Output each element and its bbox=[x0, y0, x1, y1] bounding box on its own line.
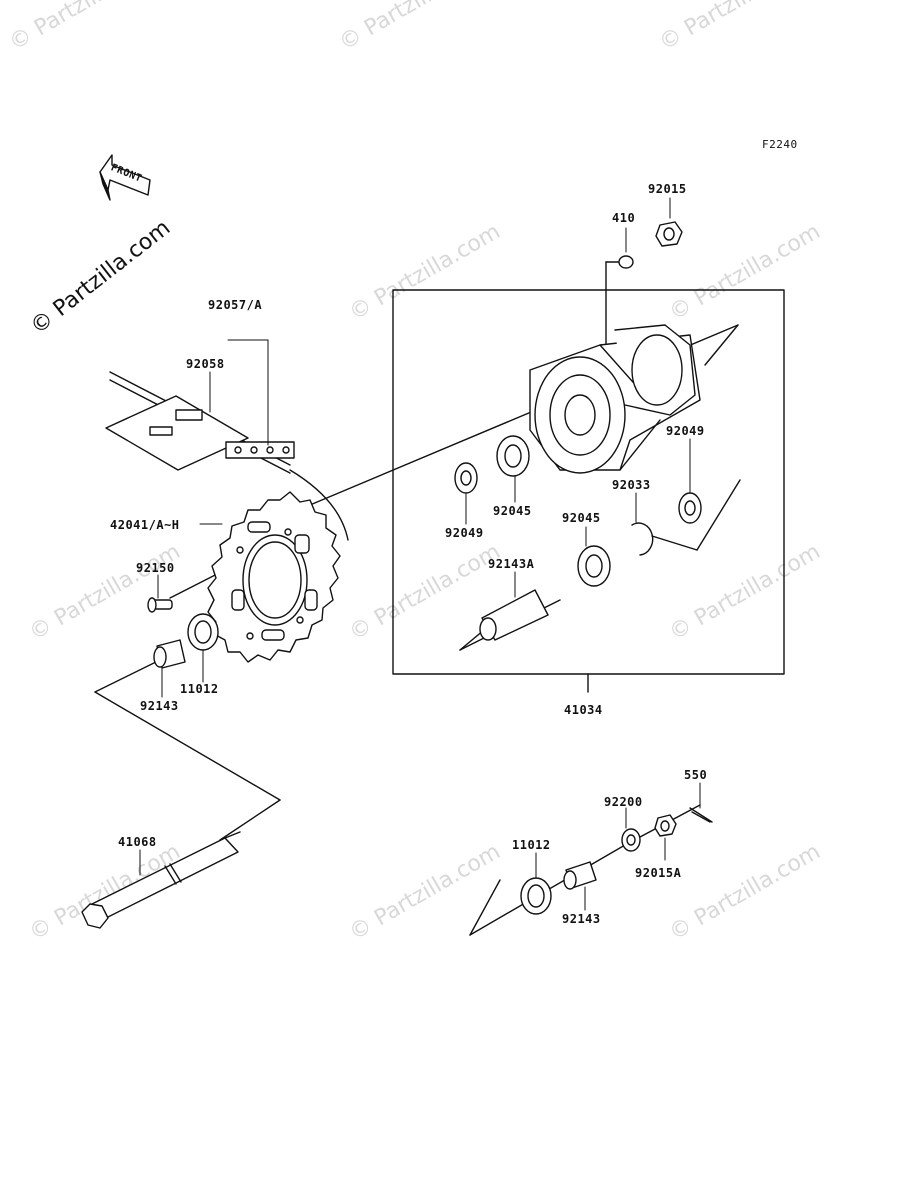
part-label-92143a[interactable]: 92143A bbox=[488, 557, 535, 571]
part-label-11012-left[interactable]: 11012 bbox=[180, 682, 219, 696]
right-spacer-icon bbox=[563, 861, 597, 890]
part-label-41034[interactable]: 41034 bbox=[564, 703, 603, 717]
part-label-92045-upper[interactable]: 92045 bbox=[493, 504, 532, 518]
part-label-92200[interactable]: 92200 bbox=[604, 795, 643, 809]
label-leaders bbox=[139, 197, 701, 911]
part-label-92058[interactable]: 92058 bbox=[186, 357, 225, 371]
part-label-92143-right[interactable]: 92143 bbox=[562, 912, 601, 926]
seal-left-icon bbox=[454, 462, 478, 494]
washer-92200-icon bbox=[621, 828, 641, 852]
bearing-upper-icon bbox=[496, 435, 530, 477]
figure-code: F2240 bbox=[762, 138, 798, 151]
part-label-92033[interactable]: 92033 bbox=[612, 478, 651, 492]
seal-right-icon bbox=[678, 492, 702, 524]
left-spacer-icon bbox=[153, 639, 186, 669]
part-label-92015a[interactable]: 92015A bbox=[635, 866, 682, 880]
part-label-11012-right[interactable]: 11012 bbox=[512, 838, 551, 852]
spacer-tube-icon bbox=[479, 589, 549, 641]
rear-axle bbox=[81, 831, 241, 929]
part-label-92045-lower[interactable]: 92045 bbox=[562, 511, 601, 525]
rear-hub bbox=[529, 324, 701, 474]
part-label-41068[interactable]: 41068 bbox=[118, 835, 157, 849]
right-collar-icon bbox=[520, 877, 552, 915]
cotter-pin-icon bbox=[689, 807, 713, 823]
part-label-92150[interactable]: 92150 bbox=[136, 561, 175, 575]
nut-92015a-icon bbox=[654, 814, 677, 837]
part-label-92015[interactable]: 92015 bbox=[648, 182, 687, 196]
part-label-42041[interactable]: 42041/A~H bbox=[110, 518, 180, 532]
bearing-lower-icon bbox=[577, 545, 611, 587]
part-label-92143-left[interactable]: 92143 bbox=[140, 699, 179, 713]
circlip-icon bbox=[631, 522, 654, 556]
hub-assembly-box bbox=[392, 289, 785, 675]
left-collar-icon bbox=[187, 613, 219, 651]
washer-410-icon bbox=[618, 255, 634, 269]
sprocket-bolt-icon bbox=[147, 597, 173, 613]
part-label-550[interactable]: 550 bbox=[684, 768, 708, 782]
part-label-92049-right[interactable]: 92049 bbox=[666, 424, 705, 438]
rear-sprocket bbox=[207, 491, 341, 663]
drive-chain bbox=[105, 371, 349, 541]
nut-92015-icon bbox=[655, 221, 683, 247]
front-arrow-icon bbox=[99, 154, 151, 201]
part-label-410[interactable]: 410 bbox=[612, 211, 636, 225]
part-label-92049-left[interactable]: 92049 bbox=[445, 526, 484, 540]
part-label-92057a[interactable]: 92057/A bbox=[208, 298, 263, 312]
